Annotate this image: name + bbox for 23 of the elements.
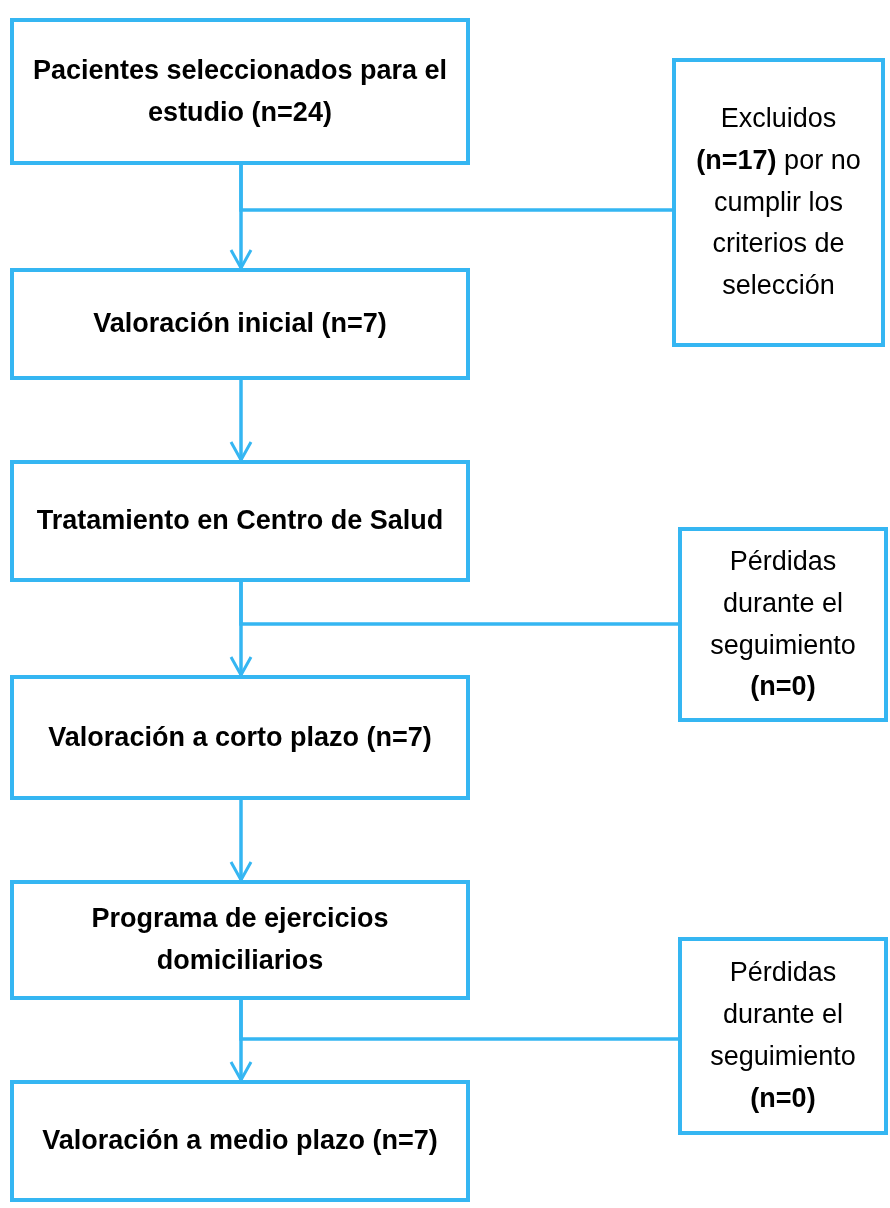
- box-text: Valoración inicial (n=7): [93, 307, 387, 341]
- exclusion-box: [678, 937, 888, 1135]
- process-box: [10, 460, 470, 582]
- box-text: Tratamiento en Centro de Salud: [36, 504, 444, 538]
- box-text: Excluidos (n=17) por no cumplir los criterios de selección: [695, 101, 862, 303]
- box-text: Pacientes seleccionados para el estudio (n=24): [31, 53, 449, 129]
- box-text: Valoración a medio plazo (n=7): [42, 1124, 438, 1158]
- exclusion-box: [678, 527, 888, 722]
- exclusion-box: [672, 58, 885, 347]
- connector-line: [239, 582, 678, 626]
- process-box: [10, 18, 470, 165]
- box-text: Programa de ejercicios domiciliarios: [90, 902, 390, 977]
- box-text: Valoración a corto plazo (n=7): [48, 720, 432, 754]
- box-text: Pérdidas durante el seguimiento (n=0): [709, 956, 857, 1115]
- process-box: [10, 880, 470, 1000]
- arrow: [229, 380, 253, 462]
- arrow: [229, 800, 253, 882]
- box-text: Pérdidas durante el seguimiento (n=0): [709, 544, 857, 704]
- process-box: [10, 1080, 470, 1202]
- connector-line: [239, 1000, 678, 1041]
- connector-line: [239, 165, 672, 212]
- process-box: [10, 268, 470, 380]
- process-box: [10, 675, 470, 800]
